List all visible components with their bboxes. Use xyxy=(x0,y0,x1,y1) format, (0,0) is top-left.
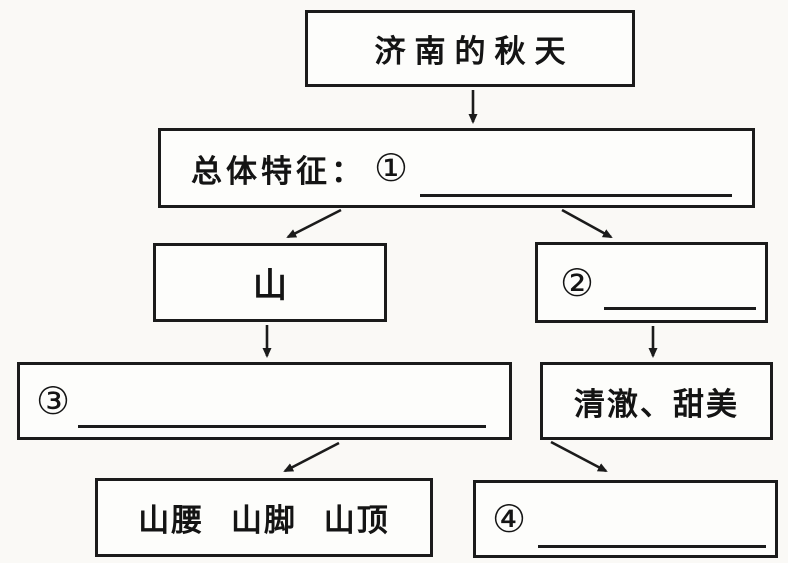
edge-item3-parts xyxy=(283,441,340,473)
node-mountain-label: 山 xyxy=(253,268,287,305)
node-blank-4: ④ xyxy=(473,480,778,558)
node-overall-feature: 总体特征： ① xyxy=(158,128,755,208)
fill-in-blank-4 xyxy=(538,544,767,548)
node-title-label: 济南的秋天 xyxy=(374,34,575,69)
edge-overall-mountain xyxy=(286,208,342,239)
edge-water-item4 xyxy=(550,440,608,473)
node-blank-2: ② xyxy=(535,242,768,323)
node-water-quality: 清澈、甜美 xyxy=(540,362,773,440)
node-water-label: 清澈、甜美 xyxy=(574,386,739,422)
node-title: 济南的秋天 xyxy=(305,10,635,87)
node-mountain-parts-label: 山腰 山脚 山顶 xyxy=(138,503,390,538)
circled-number-2: ② xyxy=(560,260,595,305)
node-mountain-parts: 山腰 山脚 山顶 xyxy=(95,478,433,557)
circled-number-1: ① xyxy=(374,146,413,190)
node-overall-label: 总体特征： xyxy=(191,153,366,189)
node-mountain: 山 xyxy=(153,243,387,322)
edge-overall-item2 xyxy=(561,208,613,239)
circled-number-4: ④ xyxy=(492,497,527,541)
fill-in-blank-1 xyxy=(420,193,733,197)
fill-in-blank-2 xyxy=(604,306,757,310)
node-blank-3: ③ xyxy=(17,362,512,440)
fill-in-blank-3 xyxy=(78,424,487,428)
circled-number-3: ③ xyxy=(36,379,71,423)
